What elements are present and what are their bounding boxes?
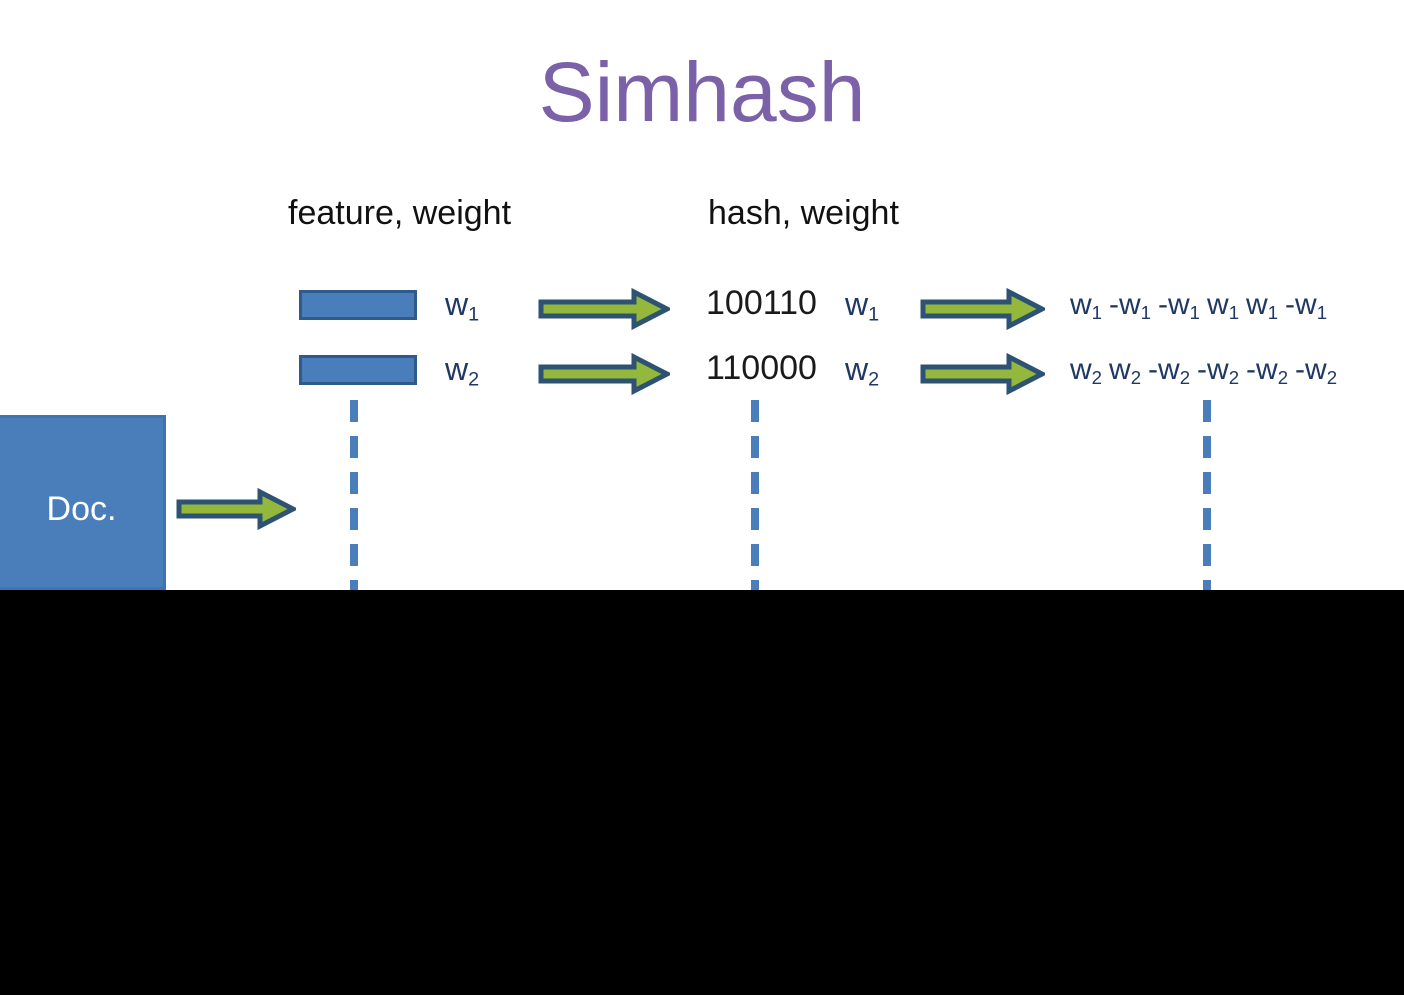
signed-term-2-2: w2 <box>1109 353 1142 389</box>
hash-value-2: 110000 <box>706 349 817 387</box>
signed-term-1-2: -w1 <box>1109 288 1152 324</box>
hash-value-1: 100110 <box>706 284 817 322</box>
signed-term-subscript-2-6: 2 <box>1326 367 1338 389</box>
doc-box: Doc. <box>0 415 166 590</box>
signed-term-1-1: w1 <box>1070 288 1103 324</box>
column-header-hash: hash, weight <box>708 194 899 232</box>
feature-weight-subscript-2: 2 <box>468 368 480 391</box>
dashed-separator-1 <box>350 400 358 590</box>
hash-weight-label-2: w2 <box>845 351 879 398</box>
feature-weight-subscript-1: 1 <box>468 303 480 326</box>
signed-term-subscript-2-5: 2 <box>1277 367 1289 389</box>
feature-bar-1 <box>299 290 417 320</box>
signed-term-subscript-2-2: 2 <box>1130 367 1142 389</box>
signed-term-subscript-1-4: 1 <box>1228 302 1240 324</box>
feature-weight-label-2: w2 <box>445 351 479 398</box>
dashed-separator-3 <box>1203 400 1211 590</box>
page-title: Simhash <box>538 45 866 139</box>
hash-weight-symbol-1: w <box>845 286 869 322</box>
signed-term-1-3: -w1 <box>1158 288 1201 324</box>
signed-term-2-1: w2 <box>1070 353 1103 389</box>
signed-term-2-3: -w2 <box>1148 353 1191 389</box>
signed-term-subscript-1-1: 1 <box>1091 302 1103 324</box>
feature-weight-label-1: w1 <box>445 286 479 333</box>
signed-term-1-5: w1 <box>1246 288 1279 324</box>
hash-weight-label-1: w1 <box>845 286 879 333</box>
feature-bar-2 <box>299 355 417 385</box>
signed-term-2-6: -w2 <box>1295 353 1338 389</box>
signed-term-subscript-1-2: 1 <box>1140 302 1152 324</box>
arrow-hash-to-signed-2 <box>920 353 1045 395</box>
signed-term-subscript-2-1: 2 <box>1091 367 1103 389</box>
hash-weight-subscript-1: 1 <box>868 303 880 326</box>
feature-weight-symbol-1: w <box>445 286 469 322</box>
dashed-separator-2 <box>751 400 759 590</box>
signed-term-subscript-1-3: 1 <box>1189 302 1201 324</box>
signed-term-2-5: -w2 <box>1246 353 1289 389</box>
arrow-doc-to-features <box>176 488 296 530</box>
signed-term-subscript-1-5: 1 <box>1267 302 1279 324</box>
signed-term-2-4: -w2 <box>1197 353 1240 389</box>
black-cropped-region <box>0 590 1404 995</box>
arrow-feature-to-hash-1 <box>538 288 670 330</box>
signed-term-1-4: w1 <box>1207 288 1240 324</box>
signed-term-subscript-2-3: 2 <box>1179 367 1191 389</box>
feature-weight-symbol-2: w <box>445 351 469 387</box>
arrow-hash-to-signed-1 <box>920 288 1045 330</box>
doc-box-label: Doc. <box>46 490 117 528</box>
signed-term-subscript-1-6: 1 <box>1316 302 1328 324</box>
signed-term-1-6: -w1 <box>1285 288 1328 324</box>
hash-weight-symbol-2: w <box>845 351 869 387</box>
hash-weight-subscript-2: 2 <box>868 368 880 391</box>
arrow-feature-to-hash-2 <box>538 353 670 395</box>
column-header-feature: feature, weight <box>288 194 512 232</box>
signed-term-subscript-2-4: 2 <box>1228 367 1240 389</box>
